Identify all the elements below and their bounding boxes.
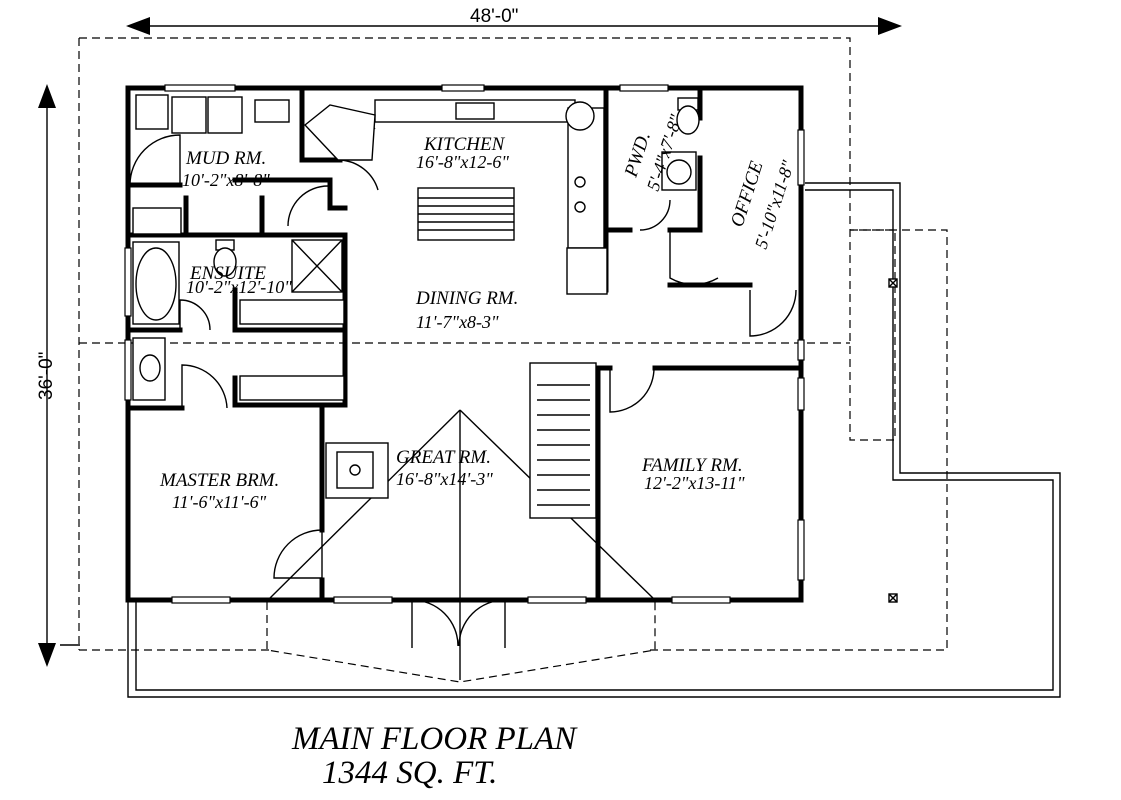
kitchen-island bbox=[417, 187, 515, 241]
master-dims: 11'-6"x11'-6" bbox=[172, 492, 267, 512]
great-room-name: GREAT RM. bbox=[396, 447, 491, 468]
windows bbox=[124, 84, 805, 604]
kitchen-name: KITCHEN bbox=[423, 134, 506, 155]
depth-dimension: 36'-0" bbox=[36, 84, 80, 667]
overall-width-label: 48'-0" bbox=[470, 6, 518, 27]
ensuite-fixtures bbox=[132, 239, 345, 401]
dining-name: DINING RM. bbox=[415, 288, 518, 309]
family-room-name: FAMILY RM. bbox=[641, 455, 743, 476]
kitchen-dims: 16'-8"x12-6" bbox=[416, 152, 509, 172]
deck-railing bbox=[127, 182, 1061, 698]
mud-room-dims: 10'-2"x8'-8" bbox=[182, 170, 270, 190]
doors bbox=[129, 127, 797, 648]
kitchen-fixtures bbox=[303, 99, 608, 295]
staircase bbox=[529, 362, 597, 519]
width-dimension: 48'-0" bbox=[126, 6, 902, 35]
family-room-dims: 12'-2"x13-11" bbox=[644, 473, 745, 493]
master-name: MASTER BRM. bbox=[159, 470, 279, 491]
dining-dims: 11'-7"x8-3" bbox=[416, 312, 499, 332]
overall-depth-label: 36'-0" bbox=[36, 352, 57, 400]
plan-area: 1344 SQ. FT. bbox=[322, 755, 497, 791]
mud-room-name: MUD RM. bbox=[185, 148, 266, 169]
laundry-fixtures bbox=[132, 94, 290, 235]
powder-fixtures bbox=[661, 97, 700, 191]
wood-stove bbox=[325, 442, 389, 499]
great-room-dims: 16'-8"x14'-3" bbox=[396, 469, 493, 489]
ensuite-name: ENSUITE bbox=[189, 263, 266, 284]
plan-title: MAIN FLOOR PLAN bbox=[291, 721, 578, 757]
plan-title-block: MAIN FLOOR PLAN 1344 SQ. FT. bbox=[291, 721, 578, 791]
roof-outline bbox=[78, 37, 948, 683]
ensuite-dims: 10'-2"x12'-10" bbox=[186, 277, 292, 297]
